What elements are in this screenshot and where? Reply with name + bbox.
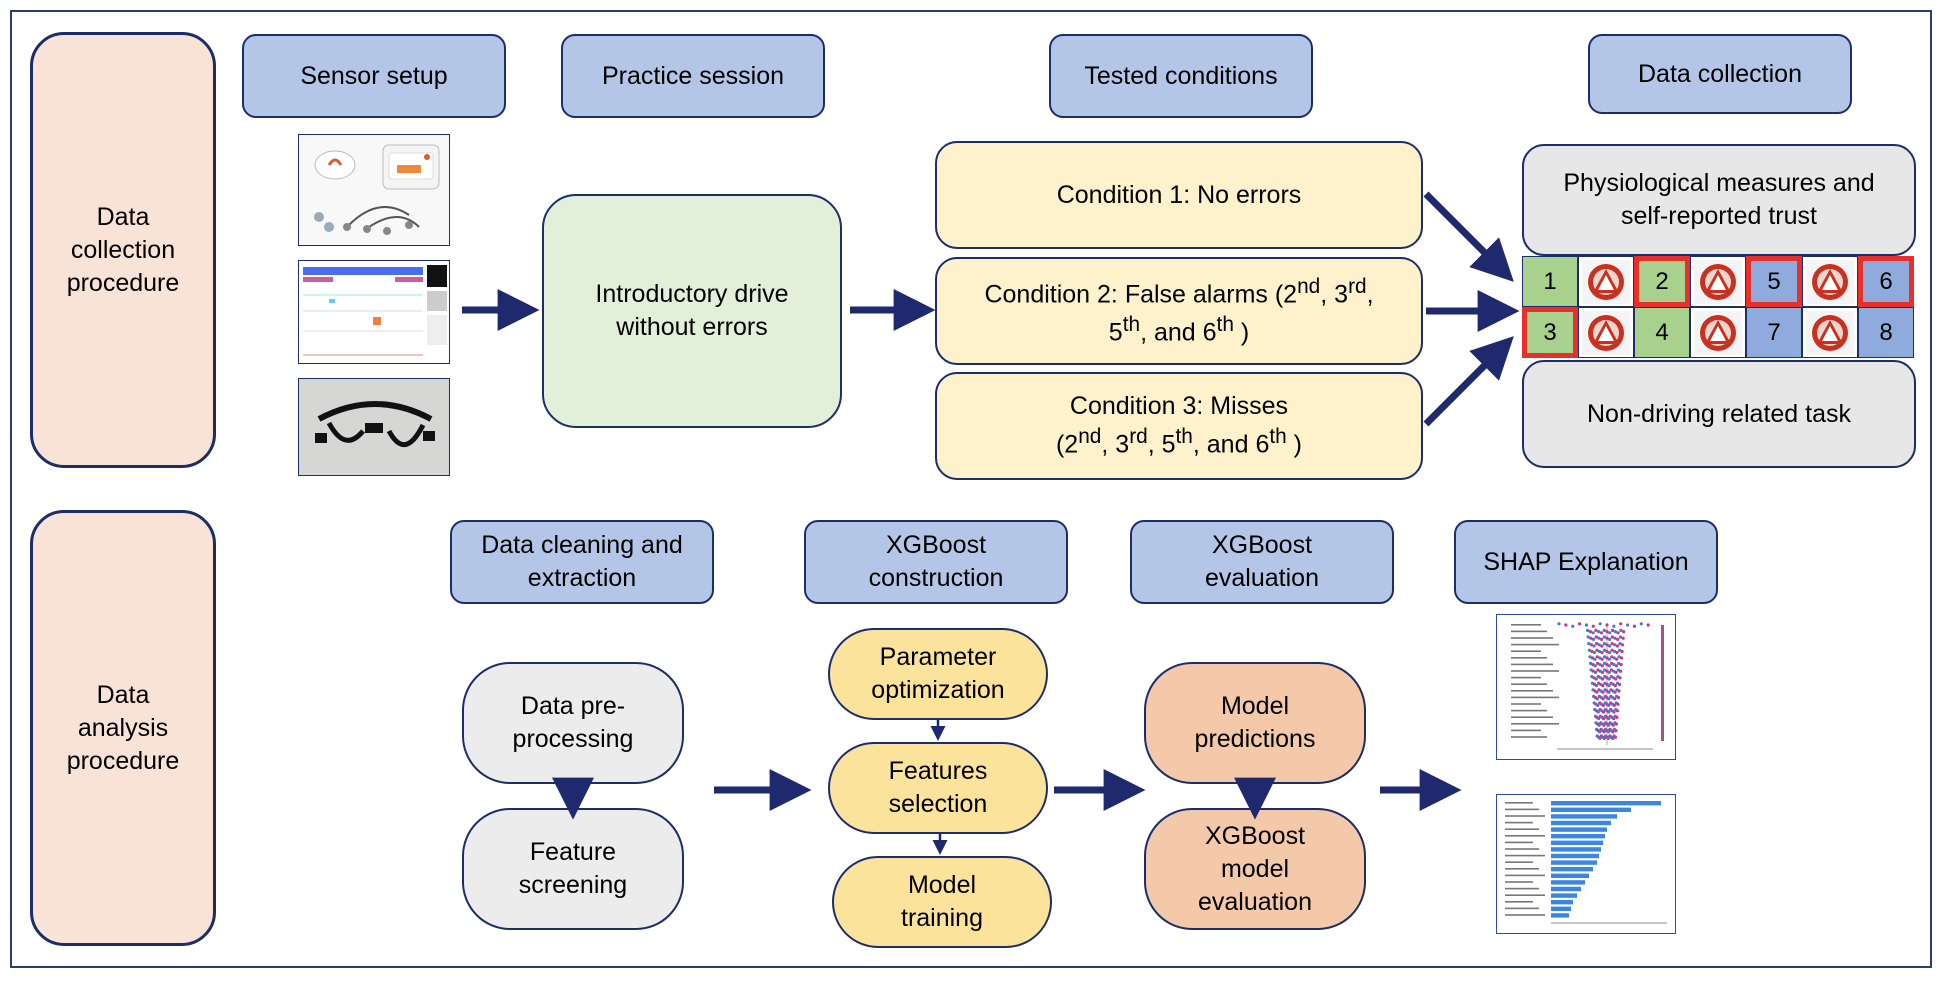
xgb-evaluation-text: XGBoost evaluation — [1205, 531, 1319, 592]
header-shap-explanation: SHAP Explanation — [1454, 520, 1718, 604]
sensor-device-image — [298, 134, 450, 246]
non-driving-task-box: Non-driving related task — [1522, 360, 1916, 468]
shap-text: SHAP Explanation — [1483, 547, 1689, 576]
model-evaluation-node: XGBoost model evaluation — [1144, 808, 1366, 930]
sensor-setup-text: Sensor setup — [300, 61, 448, 90]
header-tested-conditions: Tested conditions — [1049, 34, 1313, 118]
shap-beeswarm-plot-image — [1496, 614, 1676, 760]
arrow-cond1-to-collection — [1423, 191, 1514, 282]
collection-procedure-text: Data collection procedure — [66, 202, 180, 297]
warning-sign-icon — [1578, 256, 1634, 307]
preprocessing-text: Data pre-processing — [512, 692, 634, 753]
condition-2-sup-nd: nd — [1297, 274, 1321, 298]
condition-3-box: Condition 3: Misses (2nd, 3rd, 5th, and … — [935, 372, 1423, 480]
condition-3-b: , 3 — [1101, 430, 1130, 459]
condition-3-sup-nd: nd — [1078, 425, 1102, 449]
features-selection-text: Features selection — [888, 757, 988, 818]
condition-2-sup-th-2: th — [1216, 313, 1234, 336]
tested-conditions-text: Tested conditions — [1084, 61, 1278, 90]
header-xgboost-construction: XGBoost construction — [804, 520, 1068, 604]
trial-label-5: 5 — [1767, 267, 1781, 295]
trial-label-6: 6 — [1879, 267, 1893, 295]
header-data-cleaning: Data cleaning and extraction — [450, 520, 714, 604]
condition-3-title: Condition 3: Misses — [1069, 392, 1289, 421]
model-training-text: Model training — [901, 871, 983, 932]
trial-label-8: 8 — [1879, 318, 1893, 346]
warning-sign-icon — [1690, 307, 1746, 358]
data-collection-text: Data collection — [1638, 59, 1802, 88]
condition-1-box: Condition 1: No errors — [935, 141, 1423, 249]
model-training-node: Model training — [832, 856, 1052, 948]
intro-drive-text: Introductory drive without errors — [595, 280, 789, 341]
features-selection-node: Features selection — [828, 742, 1048, 834]
model-predictions-node: Model predictions — [1144, 662, 1366, 784]
condition-3-text: Condition 3: Misses (2nd, 3rd, 5th, and … — [1056, 390, 1302, 461]
trial-cell-7: 7 — [1746, 307, 1802, 358]
condition-3-a: (2 — [1055, 430, 1079, 459]
condition-3-e: ) — [1286, 430, 1302, 459]
condition-2-text: Condition 2: False alarms (2nd, 3rd, 5th… — [984, 273, 1373, 350]
practice-session-text: Practice session — [601, 61, 785, 90]
warning-sign-icon — [1578, 307, 1634, 358]
condition-2-prefix: Condition 2: False alarms (2 — [984, 280, 1298, 308]
eye-tracker-glasses-image — [298, 378, 450, 476]
data-cleaning-text: Data cleaning and extraction — [481, 531, 683, 592]
trial-cell-3: 3 — [1522, 307, 1578, 358]
condition-2-mid: , 3 — [1320, 280, 1349, 308]
header-xgboost-evaluation: XGBoost evaluation — [1130, 520, 1394, 604]
trial-cell-1: 1 — [1522, 256, 1578, 307]
trial-cell-5: 5 — [1746, 256, 1802, 307]
analysis-procedure-label: Data analysis procedure — [30, 510, 216, 946]
physiological-text: Physiological measures and self-reported… — [1563, 169, 1875, 230]
condition-3-d: , and 6 — [1192, 430, 1270, 459]
condition-2-close: ) — [1233, 318, 1250, 347]
ndrt-text: Non-driving related task — [1586, 399, 1851, 428]
arrow-cond3-to-collection — [1423, 336, 1514, 427]
condition-2-sup-rd: rd — [1348, 274, 1367, 298]
header-sensor-setup: Sensor setup — [242, 34, 506, 118]
warning-sign-icon — [1802, 307, 1858, 358]
trial-cell-6: 6 — [1858, 256, 1914, 307]
header-data-collection: Data collection — [1588, 34, 1852, 114]
condition-2-box: Condition 2: False alarms (2nd, 3rd, 5th… — [935, 257, 1423, 365]
model-evaluation-text: XGBoost model evaluation — [1198, 821, 1312, 916]
condition-3-c: , 5 — [1147, 430, 1176, 459]
introductory-drive-box: Introductory drive without errors — [542, 194, 842, 428]
trial-label-3: 3 — [1543, 318, 1557, 346]
condition-3-sup-th-1: th — [1175, 425, 1193, 449]
physiological-measures-box: Physiological measures and self-reported… — [1522, 144, 1916, 256]
model-predictions-text: Model predictions — [1194, 692, 1316, 753]
trial-label-1: 1 — [1543, 267, 1557, 295]
condition-2-and-sixth: , and 6 — [1140, 318, 1217, 347]
condition-2-comma: , — [1366, 280, 1374, 308]
shap-bar-plot-image — [1496, 794, 1676, 934]
analysis-procedure-text: Data analysis procedure — [66, 680, 180, 775]
feature-screening-node: Feature screening — [462, 808, 684, 930]
trial-label-2: 2 — [1655, 267, 1669, 295]
condition-3-sup-th-2: th — [1269, 425, 1287, 449]
condition-3-sup-rd: rd — [1129, 425, 1148, 449]
condition-2-sup-th-1: th — [1122, 313, 1141, 336]
trial-cell-2: 2 — [1634, 256, 1690, 307]
feature-screening-text: Feature screening — [518, 838, 628, 899]
parameter-optimization-node: Parameter optimization — [828, 628, 1048, 720]
trial-label-4: 4 — [1655, 318, 1669, 346]
header-practice-session: Practice session — [561, 34, 825, 118]
condition-1-text: Condition 1: No errors — [1056, 180, 1302, 209]
warning-sign-icon — [1690, 256, 1746, 307]
collection-procedure-label: Data collection procedure — [30, 32, 216, 468]
trial-cell-4: 4 — [1634, 307, 1690, 358]
param-opt-text: Parameter optimization — [871, 643, 1005, 704]
trial-label-7: 7 — [1767, 318, 1781, 346]
data-software-image — [298, 260, 450, 364]
trial-cell-8: 8 — [1858, 307, 1914, 358]
warning-sign-icon — [1802, 256, 1858, 307]
condition-2-fifth: 5 — [1108, 318, 1123, 347]
trial-grid: 1 2 5 6 3 4 7 8 — [1522, 256, 1914, 358]
xgb-construction-text: XGBoost construction — [868, 531, 1004, 592]
data-preprocessing-node: Data pre-processing — [462, 662, 684, 784]
diagram-frame — [10, 10, 1932, 968]
